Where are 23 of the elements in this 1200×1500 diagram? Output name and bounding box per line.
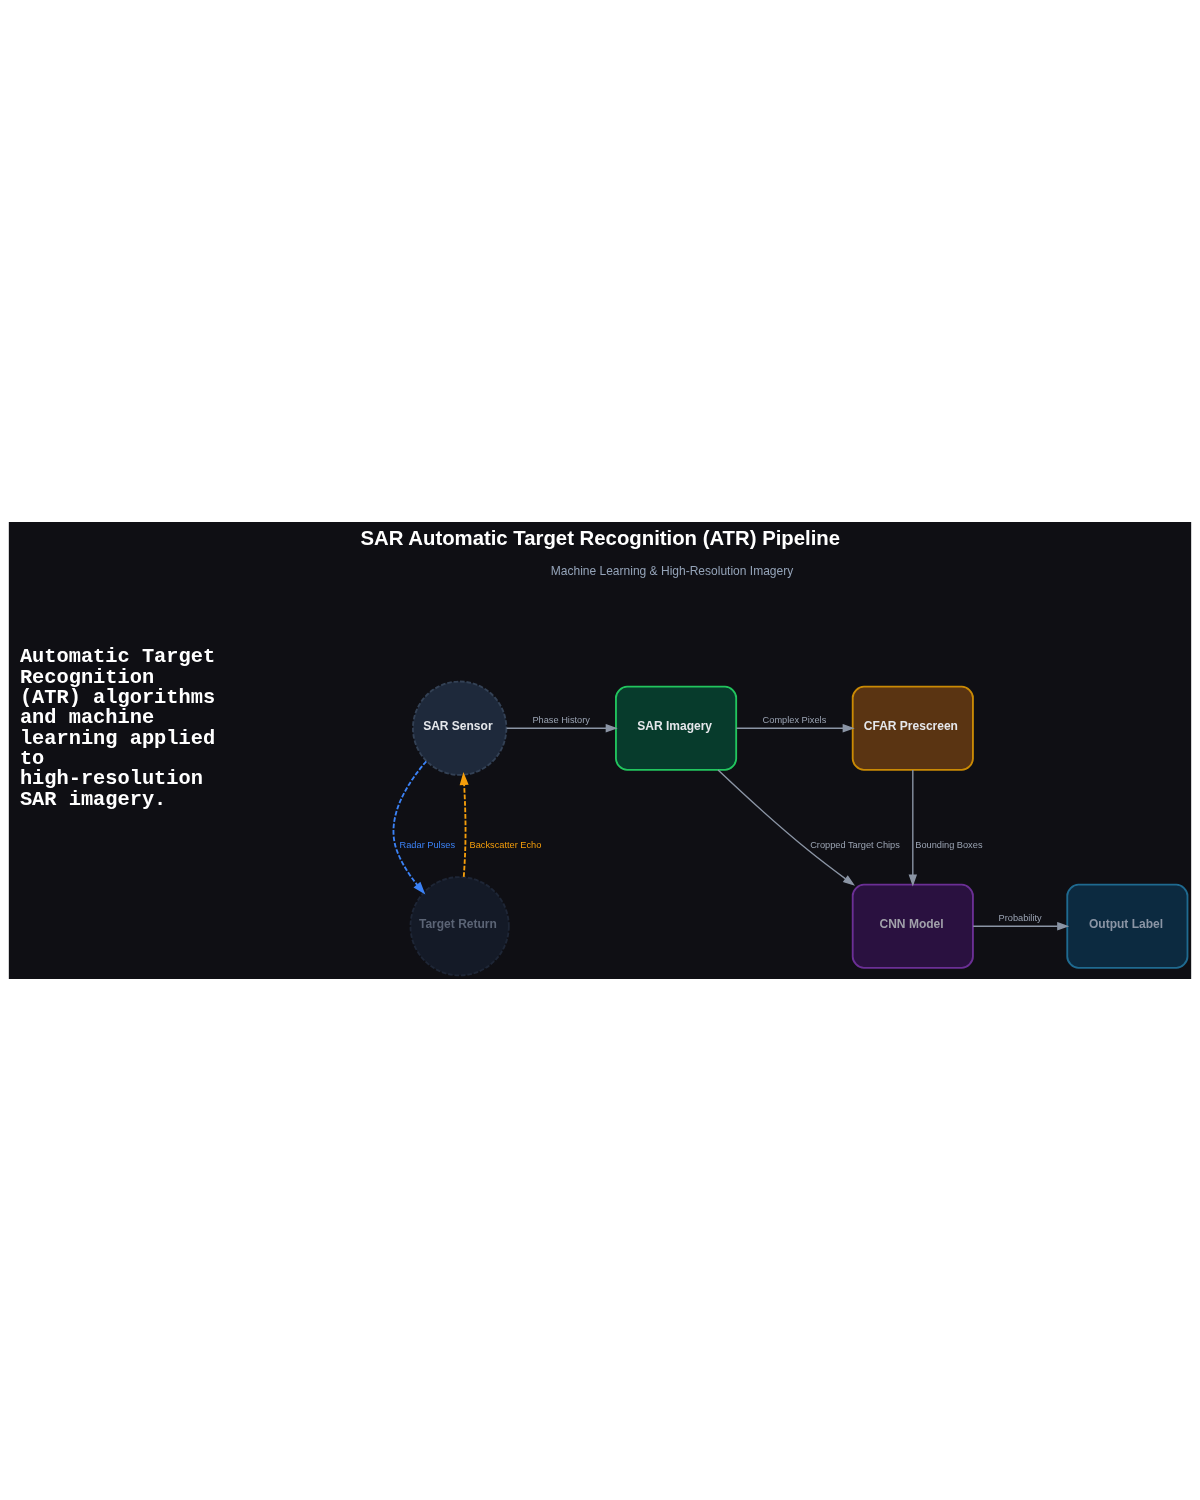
edge-label: Cropped Target Chips	[810, 839, 900, 850]
arrow	[505, 723, 618, 732]
label: Machine Learning & High-Resolution Imagery	[550, 563, 794, 578]
edge-label: Backscatter Echo	[469, 839, 542, 850]
arrow	[717, 768, 855, 886]
arrow	[735, 723, 855, 732]
node-circle: SAR Sensor	[412, 680, 508, 776]
arrow	[459, 771, 469, 878]
arrow	[392, 759, 428, 894]
edge-label: Radar Pulses	[399, 839, 456, 850]
node-box: SAR Imagery	[615, 685, 738, 771]
node-circle: Target Return	[409, 875, 510, 976]
node-box: CNN Model	[851, 883, 974, 969]
edge-label: Complex Pixels	[762, 714, 827, 725]
edge-label: Phase History	[532, 714, 590, 725]
arrow	[908, 768, 918, 887]
diagram-title: SAR Automatic Target Recognition (ATR) Pipeline	[360, 526, 841, 549]
edge-label: Bounding Boxes	[915, 839, 983, 850]
node-box: CFAR Prescreen	[851, 685, 974, 771]
label: Automatic Target Recognition (ATR) algorithms and machine learning applied to high-resolution SAR imagery.	[19, 644, 216, 811]
arrow	[972, 921, 1070, 930]
node-box: Output Label	[1066, 883, 1189, 969]
edge-label: Probability	[998, 912, 1042, 923]
